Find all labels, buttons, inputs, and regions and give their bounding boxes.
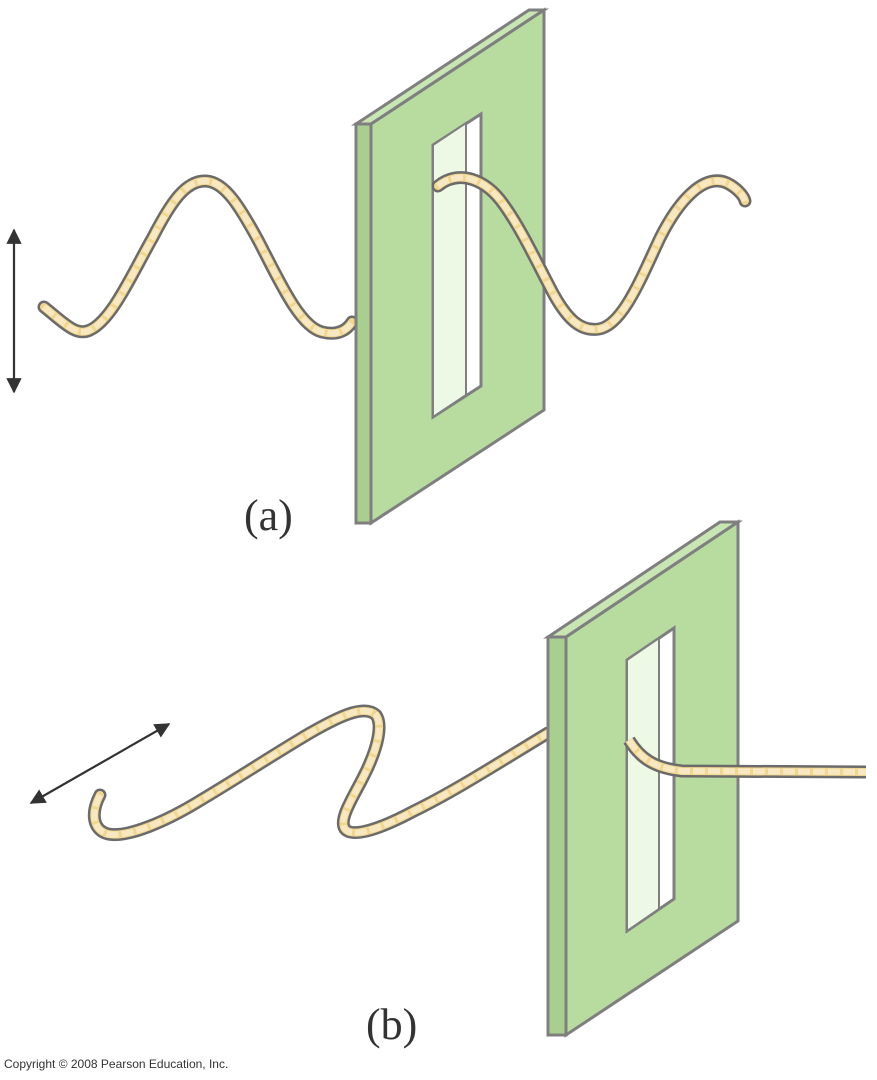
slit-opening-b-inner-wall: [626, 636, 660, 933]
rope-b-right: [625, 737, 867, 776]
slit-board-a-edge: [354, 122, 373, 525]
copyright-text: Copyright © 2008 Pearson Education, Inc.: [4, 1057, 229, 1071]
panel-b-label: (b): [366, 1000, 417, 1049]
horizontal-polarization-arrow-icon: [29, 723, 171, 804]
rope-a-right-segments: [436, 174, 748, 333]
slit-board-b-edge: [546, 635, 568, 1037]
slit-opening-a-inner-wall: [432, 121, 467, 419]
rope-a-left-outline: [37, 174, 359, 340]
rope-a-left-segments: [42, 178, 355, 337]
rope-b-right-segments: [626, 738, 867, 775]
rope-b-left-segments: [91, 707, 550, 838]
panel-a: (a): [6, 7, 752, 540]
rope-a-right: [434, 173, 749, 334]
panel-a-label: (a): [244, 491, 293, 540]
rope-b-left: [90, 706, 552, 839]
rope-a-left: [40, 177, 356, 338]
panel-b: (b): [29, 519, 867, 1049]
